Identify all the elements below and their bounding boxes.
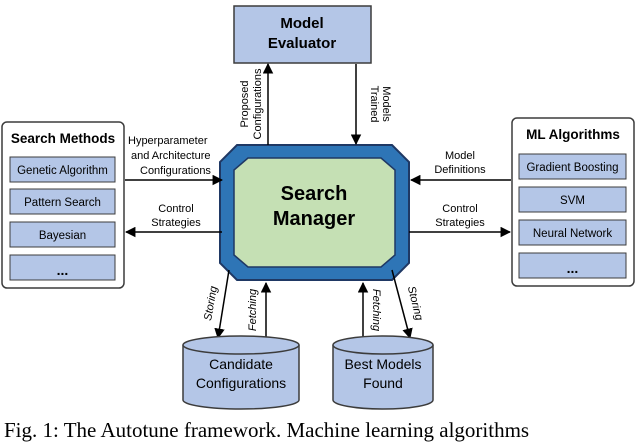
candidate-db-label-line1: Candidate (209, 356, 273, 372)
ml-algorithm-svm: SVM (560, 195, 585, 207)
model-evaluator-node: Model Evaluator (233, 5, 372, 64)
ml-algorithm-item-box (518, 186, 627, 213)
search-method-more: ... (57, 262, 69, 278)
proposed-configurations-label-line1: Proposed (239, 80, 251, 127)
search-manager-inner (233, 157, 396, 268)
best-db-body (332, 345, 434, 410)
ml-algorithm-more: ... (567, 260, 579, 276)
hyperparameter-label-line2: and Architecture (131, 150, 211, 162)
best-db-label-line2: Found (363, 375, 403, 391)
fetching-left-label: Fetching (247, 288, 259, 331)
candidate-db-label-line2: Configurations (196, 375, 286, 391)
best-models-found-db: Best Models Found (332, 335, 434, 410)
storing-right-arrow (391, 269, 413, 340)
search-method-item-box (9, 156, 116, 183)
ml-algorithms-panel: ML Algorithms Gradient Boosting SVM Neur… (511, 117, 635, 287)
hyperparameter-label-line1: Hyperparameter (128, 135, 208, 147)
search-manager-title-line1: Search (281, 183, 348, 205)
best-db-label-line1: Best Models (344, 356, 421, 372)
figure-caption: Fig. 1: The Autotune framework. Machine … (4, 418, 530, 442)
candidate-db-body (182, 345, 300, 410)
search-manager-title-line2: Manager (273, 208, 355, 230)
fetching-right-label: Fetching (370, 289, 382, 332)
control-strategies-left-label-line2: Strategies (151, 217, 201, 229)
search-method-pattern-search: Pattern Search (24, 197, 101, 209)
control-strategies-left-label-line1: Control (158, 203, 193, 215)
model-evaluator-title-line2: Evaluator (268, 35, 337, 52)
search-method-item-box (9, 188, 116, 215)
model-evaluator-title-line1: Model (280, 15, 323, 32)
storing-right-label: Storing (405, 285, 425, 323)
ml-algorithm-item-box (518, 219, 627, 246)
storing-left-label: Storing (202, 284, 220, 321)
search-method-bayesian: Bayesian (39, 230, 86, 242)
ml-algorithms-title: ML Algorithms (526, 127, 620, 142)
candidate-configurations-db: Candidate Configurations (182, 335, 300, 410)
search-methods-panel: Search Methods Genetic Algorithm Pattern… (1, 121, 125, 289)
search-methods-title: Search Methods (11, 131, 115, 146)
ml-algorithm-item-box (518, 153, 627, 180)
storing-left-arrow (214, 269, 230, 340)
control-strategies-right-label-line2: Strategies (435, 217, 485, 229)
control-strategies-right-label-line1: Control (442, 203, 477, 215)
model-evaluator-box (233, 5, 372, 64)
ml-algorithm-gradient-boosting: Gradient Boosting (526, 162, 618, 174)
model-definitions-label-line1: Model (445, 150, 475, 162)
trained-models-label-line1: Trained (368, 86, 380, 123)
search-method-item-box (9, 254, 116, 281)
hyperparameter-label-line3: Configurations (140, 165, 211, 177)
search-method-item-box (9, 221, 116, 248)
search-method-genetic-algorithm: Genetic Algorithm (17, 165, 108, 177)
model-definitions-label-line2: Definitions (434, 164, 486, 176)
ml-algorithm-neural-network: Neural Network (533, 228, 612, 240)
trained-models-label-line2: Models (380, 86, 392, 122)
candidate-db-top (182, 335, 300, 355)
best-db-top (332, 335, 434, 355)
search-manager-node: Search Manager (219, 144, 410, 281)
ml-algorithm-item-box (518, 252, 627, 279)
proposed-configurations-label-line2: Configurations (252, 68, 264, 139)
